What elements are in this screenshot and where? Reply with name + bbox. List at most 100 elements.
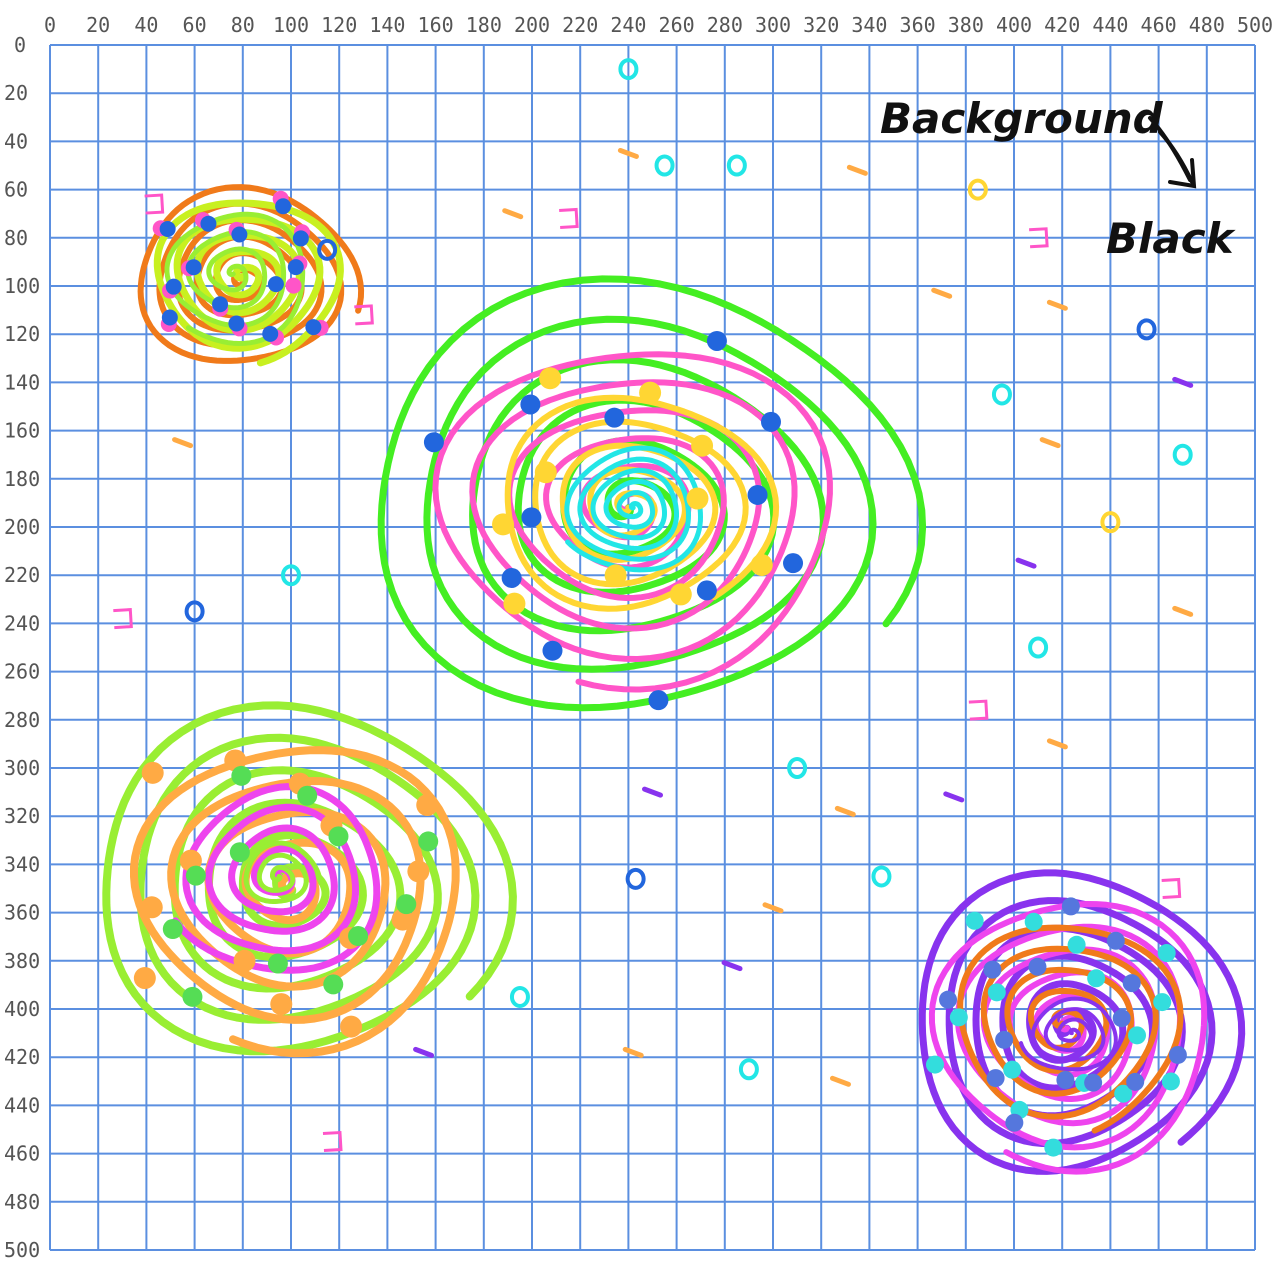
x-tick-label: 500 xyxy=(1237,13,1273,37)
y-tick-label: 400 xyxy=(4,997,40,1021)
x-tick-label: 320 xyxy=(803,13,839,37)
scribble-circle-icon xyxy=(509,985,530,1008)
dot-yellow xyxy=(539,367,562,390)
x-tick-label: 480 xyxy=(1189,13,1225,37)
dot-green xyxy=(229,842,250,863)
y-tick-label: 120 xyxy=(4,322,40,346)
dot-cyan xyxy=(1044,1138,1063,1157)
y-tick-label: 280 xyxy=(4,708,40,732)
x-tick-label: 460 xyxy=(1141,13,1177,37)
y-tick-label: 80 xyxy=(4,226,28,250)
dot-blue xyxy=(760,411,781,432)
x-tick-label: 260 xyxy=(659,13,695,37)
scribble-circle-icon xyxy=(1172,443,1193,466)
dot-blue xyxy=(212,296,229,313)
dot-green xyxy=(185,865,206,886)
scribble-circle-icon xyxy=(625,867,646,890)
scattered-marks xyxy=(113,58,1194,1153)
dot-cyan xyxy=(1024,912,1043,931)
dot-yellow xyxy=(639,381,662,404)
scribble-dash-icon xyxy=(1015,557,1037,569)
dot-blue xyxy=(501,567,522,588)
dot-cyan xyxy=(1087,969,1106,988)
dot-green xyxy=(162,919,183,940)
annotation-line-2: Black xyxy=(1106,214,1237,263)
scribble-dash-icon xyxy=(502,208,524,220)
x-tick-label: 160 xyxy=(418,13,454,37)
x-tick-label: 100 xyxy=(273,13,309,37)
x-tick-label: 420 xyxy=(1044,13,1080,37)
scribble-circle-icon xyxy=(726,154,747,177)
dot-blue xyxy=(200,215,217,232)
dot-light-orange xyxy=(133,967,156,990)
scribble-dash-icon xyxy=(1172,376,1194,388)
scribble-square-icon xyxy=(1161,877,1182,899)
y-tick-label: 300 xyxy=(4,756,40,780)
dot-blue xyxy=(995,1030,1014,1049)
dot-blue xyxy=(165,278,182,295)
dot-blue xyxy=(696,580,717,601)
x-tick-label: 0 xyxy=(44,13,56,37)
dot-cyan xyxy=(1153,993,1172,1012)
dot-blue xyxy=(228,315,245,332)
y-tick-label: 40 xyxy=(4,129,28,153)
scribble-dash-icon xyxy=(617,147,639,159)
dot-green xyxy=(231,765,252,786)
scribble-circle-icon xyxy=(991,383,1012,406)
dot-green xyxy=(297,785,318,806)
y-tick-label: 140 xyxy=(4,370,40,394)
scribble-square-icon xyxy=(559,207,579,230)
x-tick-label: 80 xyxy=(231,13,255,37)
dot-blue xyxy=(521,507,542,528)
scribble-circle-icon xyxy=(281,564,301,587)
dot-blue xyxy=(1126,1072,1145,1091)
dot-blue xyxy=(983,960,1002,979)
spiral-lime xyxy=(102,701,517,1056)
scribble-circle-icon xyxy=(871,865,892,888)
dot-blue xyxy=(604,407,625,428)
dot-blue xyxy=(275,198,292,215)
x-tick-label: 180 xyxy=(466,13,502,37)
y-tick-label: 200 xyxy=(4,515,40,539)
background-annotation: Background Black xyxy=(880,94,1237,263)
scribble-dash-icon xyxy=(1172,605,1194,617)
dot-blue xyxy=(1005,1113,1024,1132)
scribble-circle-icon xyxy=(1136,318,1157,341)
y-tick-label: 160 xyxy=(4,419,40,443)
scribble-dash-icon xyxy=(943,791,965,803)
dot-green xyxy=(182,986,203,1007)
dot-cyan xyxy=(1161,1072,1180,1091)
y-axis-ticks: 0204060801001201401601802002202402602803… xyxy=(4,33,40,1262)
y-tick-label: 360 xyxy=(4,901,40,925)
dot-blue xyxy=(292,230,309,247)
x-tick-label: 340 xyxy=(851,13,887,37)
x-tick-label: 220 xyxy=(562,13,598,37)
dot-green xyxy=(418,831,439,852)
dot-blue xyxy=(287,259,304,276)
dot-light-orange xyxy=(141,761,164,784)
dot-blue xyxy=(1056,1070,1075,1089)
x-tick-label: 20 xyxy=(86,13,110,37)
scribble-dash-icon xyxy=(846,164,868,176)
y-tick-label: 440 xyxy=(4,1093,40,1117)
dot-blue xyxy=(423,432,444,453)
dot-yellow xyxy=(534,461,557,484)
scribble-square-icon xyxy=(113,607,133,630)
dot-blue xyxy=(939,990,958,1009)
dot-cyan xyxy=(1157,944,1176,963)
dot-blue xyxy=(305,319,322,336)
spiral-orange xyxy=(957,924,1184,1134)
y-tick-label: 480 xyxy=(4,1190,40,1214)
dot-blue xyxy=(267,276,284,293)
scribble-dash-icon xyxy=(642,786,663,798)
dot-light-orange xyxy=(140,896,163,919)
scribble-dash-icon xyxy=(413,1046,435,1058)
y-tick-label: 20 xyxy=(4,81,28,105)
spiral-drawings xyxy=(102,184,1246,1175)
scribble-square-icon xyxy=(322,1130,343,1153)
y-tick-label: 220 xyxy=(4,563,40,587)
dot-yellow xyxy=(604,564,627,587)
dot-blue xyxy=(1106,931,1125,950)
